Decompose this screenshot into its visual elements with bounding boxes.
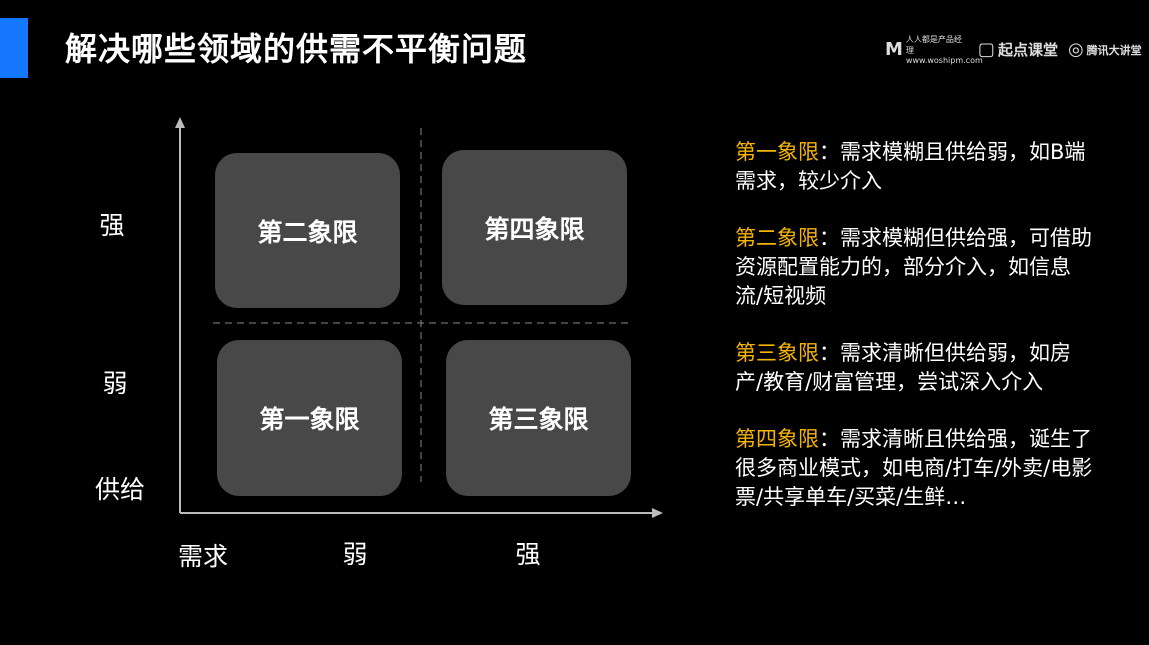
x-axis-name: 需求 xyxy=(177,542,229,571)
y-axis-name: 供给 xyxy=(94,475,146,504)
slide-title: 解决哪些领域的供需不平衡问题 xyxy=(65,30,528,68)
y-label-weak: 弱 xyxy=(102,369,128,398)
accent-bar xyxy=(0,18,28,78)
description-list: 第一象限：需求模糊且供给弱，如B端需求，较少介入 第二象限：需求模糊但供给强，可… xyxy=(735,138,1095,540)
x-label-strong: 强 xyxy=(515,540,541,569)
y-label-strong: 强 xyxy=(99,211,125,240)
quadrant-2: 第二象限 xyxy=(215,153,400,308)
description-q1: 第一象限：需求模糊且供给弱，如B端需求，较少介入 xyxy=(735,140,1086,193)
description-q3: 第三象限：需求清晰但供给弱，如房产/教育/财富管理，尝试深入介入 xyxy=(735,341,1071,394)
description-q2: 第二象限：需求模糊但供给强，可借助资源配置能力的，部分介入，如信息流/短视频 xyxy=(735,226,1092,308)
quadrant-3: 第三象限 xyxy=(446,340,631,496)
y-axis-arrow-icon xyxy=(175,117,185,128)
quadrant-1: 第一象限 xyxy=(217,340,402,496)
qidian-logo: ▢起点课堂 xyxy=(977,39,1058,60)
axes xyxy=(175,117,663,518)
tencent-logo: ◎腾讯大讲堂 xyxy=(1067,39,1142,60)
description-q4: 第四象限：需求清晰且供给强，诞生了很多商业模式，如电商/打车/外卖/电影票/共享… xyxy=(735,427,1093,509)
x-axis-arrow-icon xyxy=(652,508,663,518)
x-label-weak: 弱 xyxy=(342,540,368,569)
quadrant-4: 第四象限 xyxy=(442,150,627,305)
